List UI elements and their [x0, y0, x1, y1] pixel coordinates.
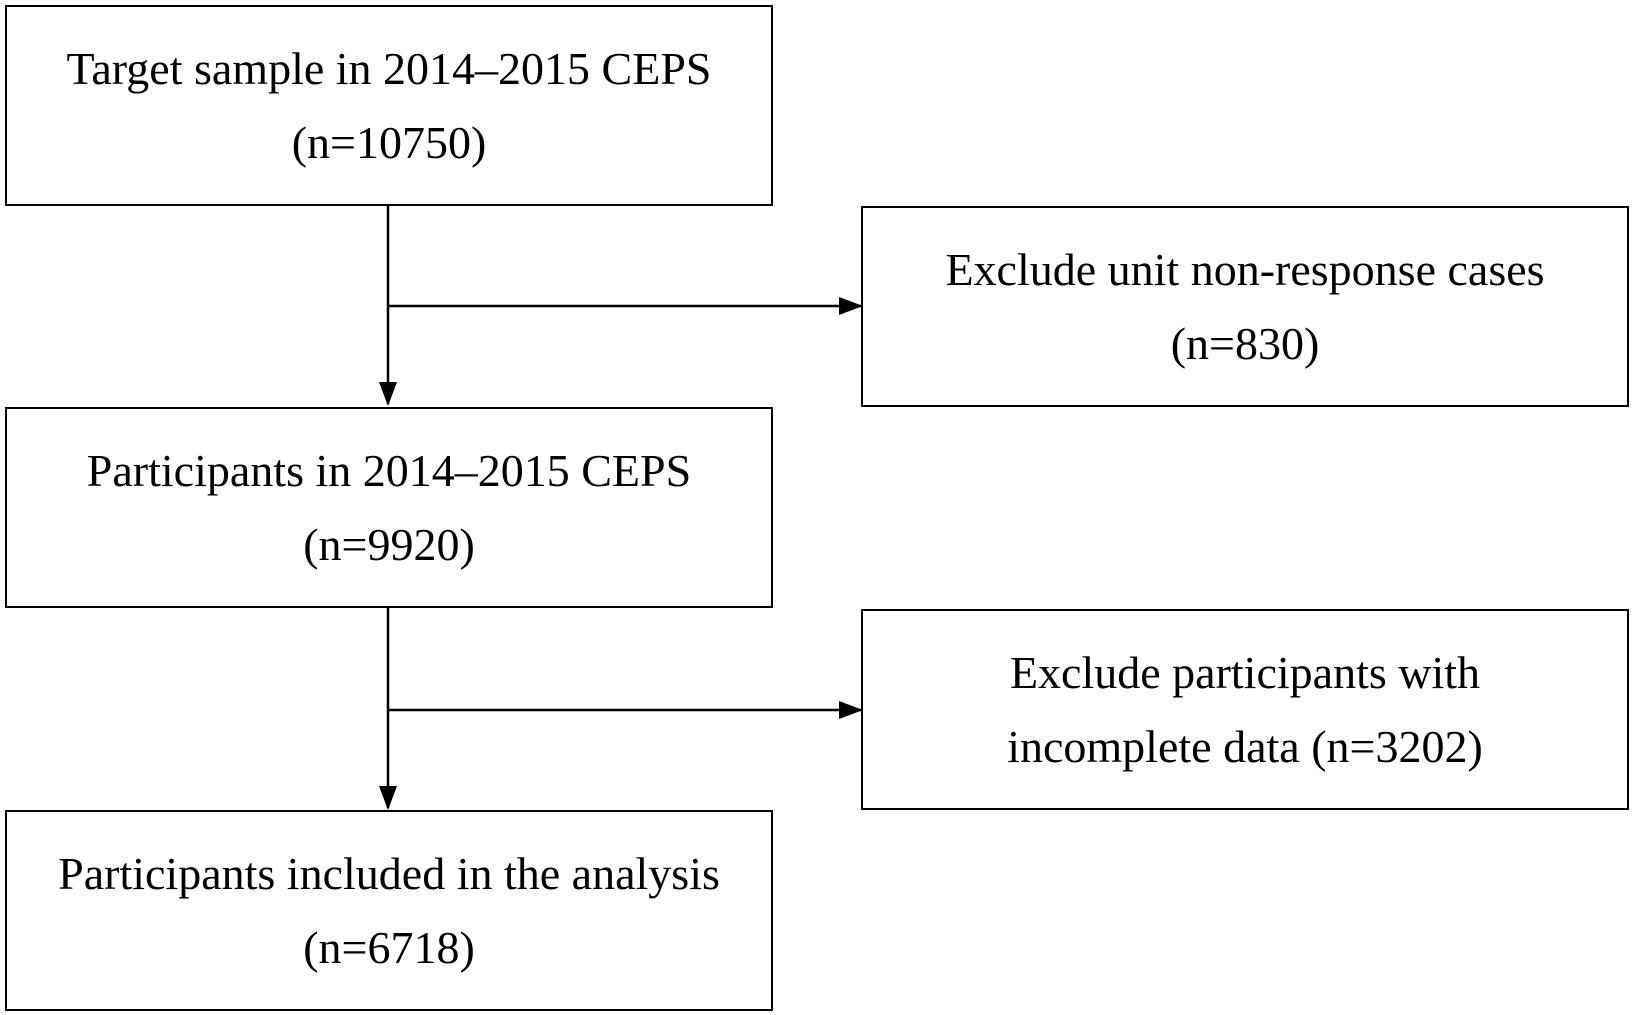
- target-sample-count: (n=10750): [291, 116, 487, 168]
- included-box: Participants included in the analysis (n…: [5, 810, 773, 1011]
- participants-box: Participants in 2014–2015 CEPS (n=9920): [5, 407, 773, 608]
- included-count: (n=6718): [303, 921, 475, 973]
- exclude-nonresponse-title: Exclude unit non-response cases: [945, 243, 1545, 295]
- exclude-nonresponse-count: (n=830): [1170, 317, 1320, 369]
- target-sample-title: Target sample in 2014–2015 CEPS: [66, 42, 712, 94]
- exclude-incomplete-title: Exclude participants with: [1009, 646, 1481, 698]
- target-sample-box: Target sample in 2014–2015 CEPS (n=10750…: [5, 5, 773, 206]
- participants-count: (n=9920): [303, 518, 475, 570]
- included-title: Participants included in the analysis: [58, 847, 720, 899]
- exclude-incomplete-count: incomplete data (n=3202): [1007, 720, 1483, 772]
- exclude-incomplete-box: Exclude participants with incomplete dat…: [861, 609, 1629, 810]
- exclude-nonresponse-box: Exclude unit non-response cases (n=830): [861, 206, 1629, 407]
- participants-title: Participants in 2014–2015 CEPS: [86, 444, 692, 496]
